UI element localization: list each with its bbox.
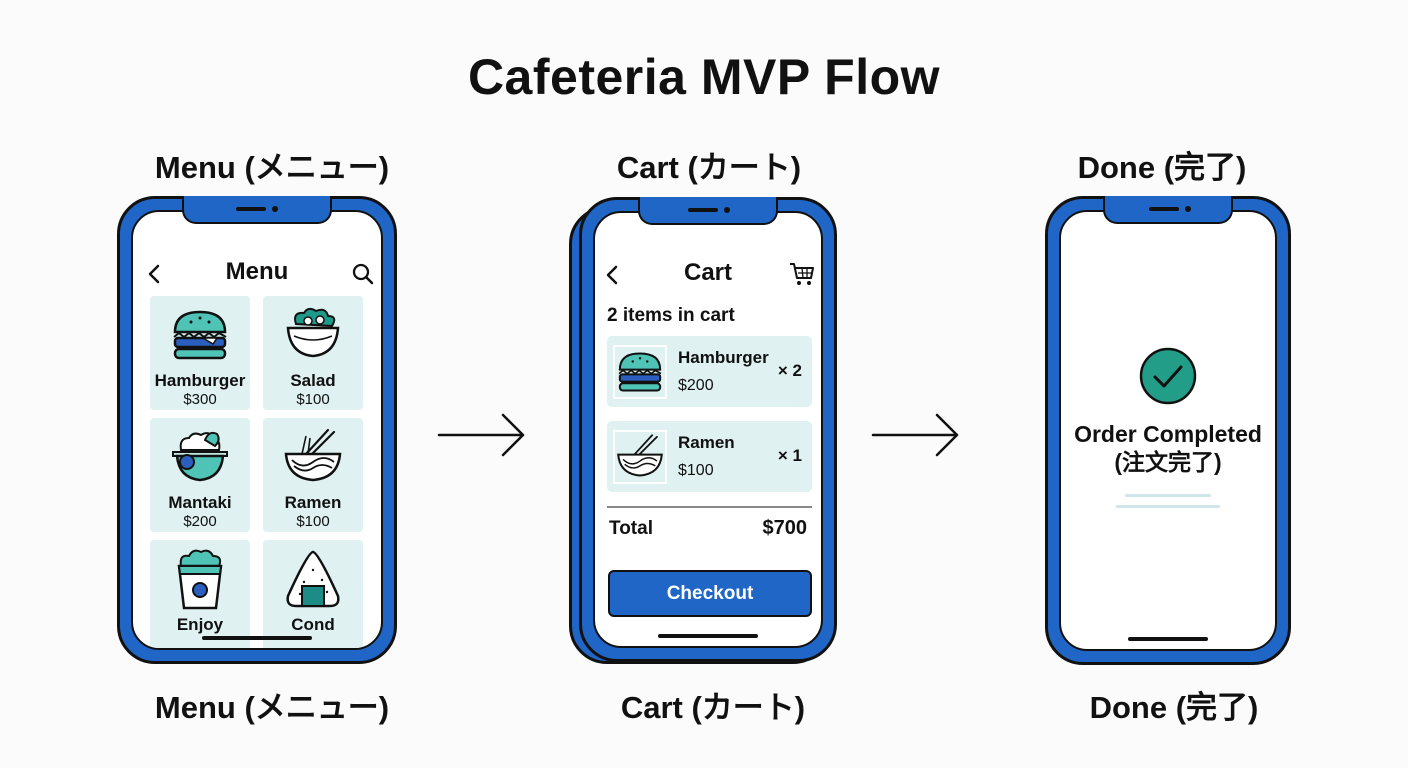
menu-item-name: Hamburger: [154, 371, 246, 390]
total-label: Total: [609, 518, 653, 539]
cart-item-name: Ramen: [678, 433, 735, 452]
flow-arrow-icon: [871, 413, 959, 457]
phone-notch: [182, 196, 332, 224]
checkout-button[interactable]: Checkout: [608, 570, 812, 617]
menu-item-price: $100: [296, 391, 330, 408]
placeholder-line: [1125, 494, 1211, 497]
salad-icon: [286, 307, 340, 358]
cart-item-price: $200: [678, 377, 714, 394]
cart-icon[interactable]: [789, 261, 815, 287]
menu-caption-bottom: Menu (メニュー): [154, 690, 390, 725]
phone-notch: [638, 197, 778, 225]
popcorn-icon: [177, 549, 223, 610]
menu-header-title: Menu: [225, 258, 289, 285]
check-circle-icon: [1139, 347, 1197, 405]
menu-item-name: Salad: [290, 371, 336, 390]
menu-item-price: $200: [183, 513, 217, 530]
onigiri-icon: [286, 550, 340, 608]
menu-screen: Menu Hamburger $300: [131, 210, 383, 650]
hamburger-icon: [618, 352, 662, 392]
back-icon[interactable]: [605, 265, 619, 285]
ramen-icon: [284, 428, 342, 482]
menu-phone: Menu Hamburger $300: [117, 196, 397, 664]
order-completed-subtext: (注文完了): [1114, 449, 1222, 475]
cart-header-title: Cart: [683, 259, 732, 286]
menu-item-salad[interactable]: Salad $100: [263, 296, 363, 410]
back-icon[interactable]: [147, 264, 161, 284]
done-caption-top: Done (完了): [1077, 150, 1247, 185]
menu-item-name: Enjoy: [176, 615, 224, 634]
hamburger-icon: [173, 310, 227, 360]
cart-row-ramen[interactable]: Ramen $100 × 1: [607, 421, 812, 492]
cart-screen: Cart 2 items in cart Hamburger $200 × 2: [593, 211, 823, 648]
home-indicator: [1128, 637, 1208, 641]
menu-item-mantaki[interactable]: Mantaki $200: [150, 418, 250, 532]
cart-item-price: $100: [678, 462, 714, 479]
menu-item-price: $300: [183, 391, 217, 408]
cart-item-thumbnail: [613, 345, 667, 399]
home-indicator: [202, 636, 312, 640]
done-phone: Order Completed (注文完了): [1045, 196, 1291, 665]
flow-arrow-icon: [437, 413, 525, 457]
menu-item-price: $100: [296, 513, 330, 530]
menu-item-name: Cond: [291, 615, 335, 634]
cart-caption-top: Cart (カート): [616, 150, 802, 185]
menu-caption-top: Menu (メニュー): [154, 150, 390, 185]
home-indicator: [658, 634, 758, 638]
cart-count: 2 items in cart: [607, 305, 735, 326]
done-screen: Order Completed (注文完了): [1059, 210, 1277, 651]
cart-item-qty: × 2: [777, 361, 802, 380]
order-completed-message: Order Completed (注文完了): [1061, 420, 1275, 476]
cart-item-qty: × 1: [777, 446, 802, 465]
menu-item-cond[interactable]: Cond: [263, 540, 363, 648]
cart-item-name: Hamburger: [678, 348, 769, 367]
menu-item-hamburger[interactable]: Hamburger $300: [150, 296, 250, 410]
menu-item-name: Mantaki: [168, 493, 232, 512]
order-completed-text: Order Completed: [1074, 421, 1262, 447]
cart-row-hamburger[interactable]: Hamburger $200 × 2: [607, 336, 812, 407]
ramen-icon: [617, 434, 663, 477]
done-caption-bottom: Done (完了): [1089, 690, 1259, 725]
menu-item-ramen[interactable]: Ramen $100: [263, 418, 363, 532]
phone-notch: [1103, 196, 1233, 224]
cart-header: Cart: [595, 253, 821, 293]
diagram-title: Cafeteria MVP Flow: [467, 49, 941, 105]
total-value: $700: [762, 517, 808, 539]
cart-phone: Cart 2 items in cart Hamburger $200 × 2: [579, 197, 837, 662]
cart-item-thumbnail: [613, 430, 667, 484]
menu-header: Menu: [133, 252, 381, 292]
menu-item-enjoy[interactable]: Enjoy: [150, 540, 250, 648]
placeholder-line: [1116, 505, 1220, 508]
rice-bowl-icon: [172, 431, 228, 482]
cart-caption-bottom: Cart (カート): [620, 690, 806, 725]
cart-divider: [607, 506, 812, 508]
menu-item-name: Ramen: [284, 493, 342, 512]
search-icon[interactable]: [351, 262, 375, 286]
